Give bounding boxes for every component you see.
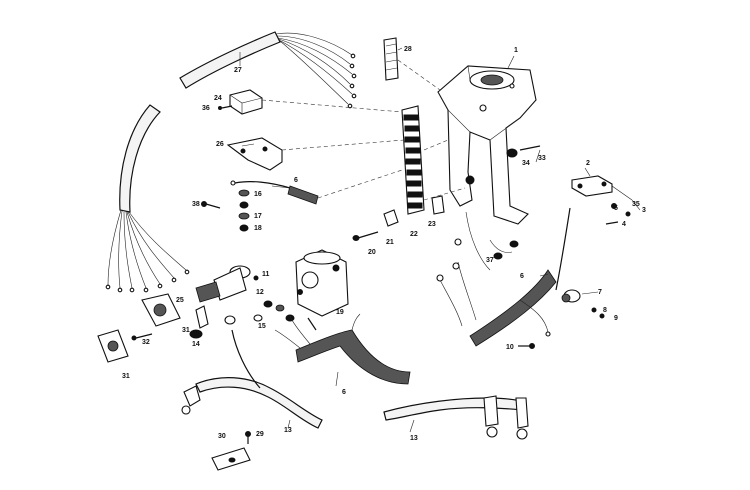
- callout-6-right: 6: [520, 273, 524, 280]
- callout-29: 29: [256, 431, 264, 438]
- callout-16: 16: [254, 191, 262, 198]
- callout-8: 8: [603, 307, 607, 314]
- callout-26: 26: [216, 141, 224, 148]
- solenoid-19: [224, 249, 349, 331]
- callout-11: 11: [262, 271, 270, 278]
- callout-19: 19: [336, 309, 344, 316]
- harness-bundle-6: [274, 313, 411, 385]
- clip-30: [211, 431, 251, 471]
- callout-6-pigtail: 6: [294, 177, 298, 184]
- callout-leaders: [239, 47, 641, 433]
- clips: [352, 195, 445, 241]
- callout-25: 25: [176, 297, 184, 304]
- callout-14: 14: [192, 341, 200, 348]
- harness-8: [469, 207, 571, 347]
- callout-34: 34: [522, 160, 530, 167]
- callout-7: 7: [598, 289, 602, 296]
- mount-plate-lower: [97, 329, 129, 363]
- terminal-block-22: [401, 105, 425, 215]
- bracket-26: [226, 137, 283, 171]
- coil-7: [518, 289, 605, 349]
- callout-3: 3: [642, 207, 646, 214]
- callout-4: 4: [622, 221, 626, 228]
- nut-14: [189, 329, 203, 339]
- callout-27: 27: [234, 67, 242, 74]
- wiring-harness-left: [105, 104, 190, 293]
- callout-23: 23: [428, 221, 436, 228]
- callout-17: 17: [254, 213, 262, 220]
- key-switch-11: [195, 265, 259, 329]
- callout-32: 32: [142, 339, 150, 346]
- callout-labels: 1 2 3 4 5 6 6 6 7 8 9 10 11 12 13 13 14 …: [122, 46, 646, 442]
- switch-2: [571, 175, 633, 225]
- cable-13: [383, 395, 529, 440]
- callout-30: 30: [218, 433, 226, 440]
- callout-13-right: 13: [410, 435, 418, 442]
- hardware-stack: [201, 189, 250, 232]
- mount-plate-upper: [131, 293, 181, 341]
- callout-13-left: 13: [284, 427, 292, 434]
- callout-31-lower: 31: [122, 373, 130, 380]
- callout-37: 37: [486, 257, 494, 264]
- callout-22: 22: [410, 231, 418, 238]
- callout-24: 24: [214, 95, 222, 102]
- callout-38: 38: [192, 201, 200, 208]
- callout-31-upper: 31: [182, 327, 190, 334]
- housing-1: [437, 65, 537, 225]
- callout-1: 1: [514, 47, 518, 54]
- callout-2: 2: [586, 160, 590, 167]
- leader-lines: [261, 59, 466, 201]
- callout-21: 21: [386, 239, 394, 246]
- gasket-28: [383, 37, 399, 81]
- callout-12: 12: [256, 289, 264, 296]
- wiring-harness-top: [179, 31, 357, 109]
- lead-wires: [436, 211, 519, 327]
- callout-36: 36: [202, 105, 210, 112]
- pigtail-6: [230, 180, 319, 205]
- callout-20: 20: [368, 249, 376, 256]
- callout-35: 35: [632, 201, 640, 208]
- callout-5: 5: [614, 205, 618, 212]
- callout-9: 9: [614, 315, 618, 322]
- bolt-33: [506, 145, 541, 158]
- callout-33: 33: [538, 155, 546, 162]
- callout-6-bundle: 6: [342, 389, 346, 396]
- relay-24: [218, 89, 263, 115]
- cable-15: [181, 329, 323, 429]
- callout-15: 15: [258, 323, 266, 330]
- callout-28: 28: [404, 46, 412, 53]
- callout-18: 18: [254, 225, 262, 232]
- callout-10: 10: [506, 344, 514, 351]
